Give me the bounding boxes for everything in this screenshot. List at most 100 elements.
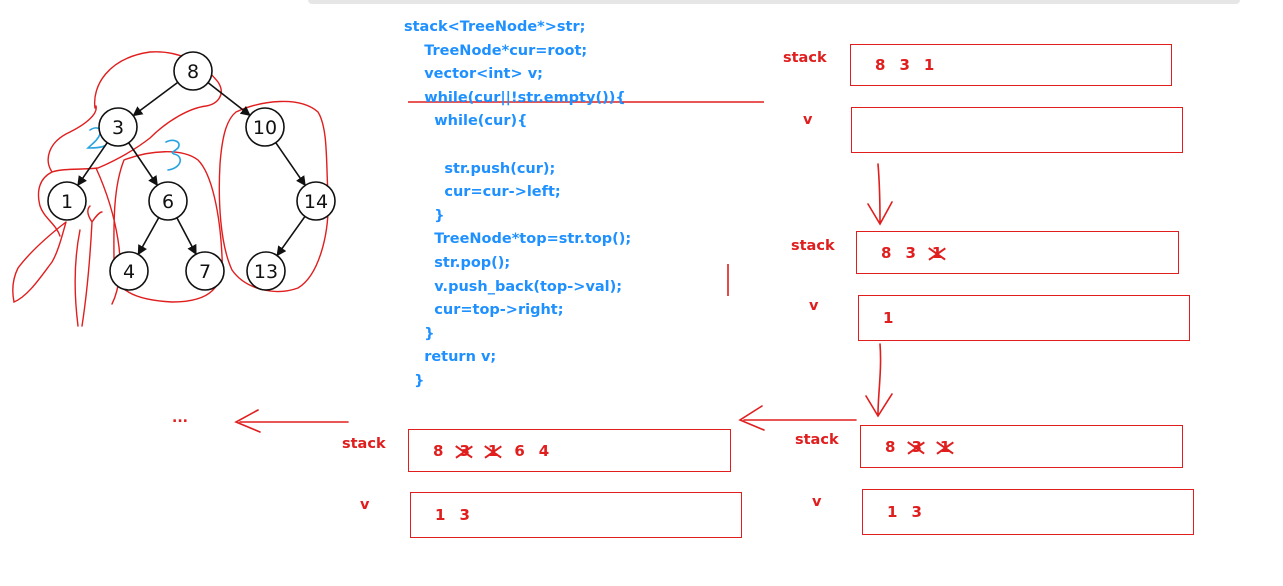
blue-annotation-stroke-3 (165, 139, 181, 171)
code-line: TreeNode*cur=root; (404, 42, 588, 59)
blue-annotation-number: 2 (86, 149, 87, 151)
tree-node: 14 (296, 181, 336, 221)
arrow-down-2 (865, 343, 893, 418)
tree-node-circle (98, 107, 138, 147)
tree-edge-n6-n7 (176, 217, 197, 256)
code-line: cur=top->right; (404, 302, 564, 319)
outline-node1-right (95, 167, 121, 305)
state1-stack-label: stack (783, 50, 827, 66)
tree-node-label: 3 (112, 117, 124, 139)
tree-node: 10 (245, 107, 285, 147)
tree-node-circle (173, 51, 213, 91)
stack-item: 8 (875, 56, 886, 74)
tree-node-circle (47, 181, 87, 221)
tree-node: 8 (173, 51, 213, 91)
blue-annotation-number: 3 (164, 171, 165, 173)
tree-node: 7 (185, 251, 225, 291)
blue-annotation-stroke-2 (86, 127, 105, 149)
arrow-left-2 (234, 409, 349, 433)
tree-edge-n8-n3 (132, 81, 179, 117)
stack-item-popped: 3 (459, 441, 470, 460)
tree-node-circle (296, 181, 336, 221)
tree-edge-n14-n13 (276, 215, 306, 257)
tree-node-label: 1 (61, 191, 73, 213)
tree-node-label: 14 (304, 191, 328, 213)
state4-stack-label: stack (342, 436, 386, 452)
stack-item-popped: 1 (931, 243, 943, 262)
tree-node: 4 (109, 251, 149, 291)
stack-item-popped: 1 (487, 441, 499, 460)
tree-edge-n10-n14 (275, 142, 306, 187)
outline-bottom-arrow (74, 205, 103, 327)
window-top-bar (308, 0, 1240, 4)
code-line: } (404, 372, 425, 389)
tree-node: 3 (98, 107, 138, 147)
stack-item: 8 (881, 243, 892, 262)
outline-left-hook (47, 105, 97, 173)
code-line: vector<int> v; (404, 66, 543, 83)
stack-item: 8 (885, 437, 896, 456)
result-item: 1 (883, 309, 894, 327)
tree-node-label: 10 (253, 117, 277, 139)
tree-edge-n3-n1 (77, 142, 108, 187)
tree-node-circle (245, 107, 285, 147)
stack-item: 3 (905, 243, 916, 262)
code-line: cur=cur->left; (404, 184, 561, 201)
tree-node: 13 (246, 251, 286, 291)
outline-right-subtree (218, 100, 329, 293)
stack-item: 6 (514, 441, 525, 460)
inorder-code-block: stack<TreeNode*>str; TreeNode*cur=root; … (404, 16, 631, 394)
tree-edge-n8-n10 (207, 82, 251, 116)
state2-v-box: 1 (858, 295, 1190, 341)
code-line: TreeNode*top=str.top(); (404, 231, 632, 248)
arrow-down-1 (867, 163, 893, 226)
tree-node-circle (185, 251, 225, 291)
tree-node-label: 8 (187, 61, 199, 83)
result-item: 3 (911, 503, 922, 521)
tree-node-circle (148, 181, 188, 221)
code-line: stack<TreeNode*>str; (404, 19, 586, 35)
tree-node: 1 (47, 181, 87, 221)
code-line: } (404, 325, 435, 342)
stack-item-popped: 3 (911, 437, 922, 456)
code-line: while(cur){ (404, 113, 528, 130)
state1-v-box (851, 107, 1183, 153)
outline-node6-subtree (113, 151, 223, 303)
outline-node1-loop (12, 221, 67, 303)
tree-node-label: 4 (123, 261, 135, 283)
code-line: while(cur||!str.empty()){ (404, 89, 626, 106)
stack-item: 1 (923, 56, 935, 74)
tree-edge-n6-n4 (137, 217, 160, 256)
arrow-left-1 (738, 405, 857, 431)
state3-stack-label: stack (795, 432, 839, 448)
code-line: str.pop(); (404, 254, 511, 271)
stack-item-popped: 1 (939, 437, 951, 456)
outline-left-subtree (37, 51, 222, 237)
tree-node: 6 (148, 181, 188, 221)
code-line: v.push_back(top->val); (404, 278, 623, 295)
tree-node-label: 7 (199, 261, 211, 283)
state4-v-label: v (360, 497, 370, 513)
result-item: 1 (887, 503, 898, 521)
state1-v-label: v (803, 112, 813, 128)
tree-node-circle (109, 251, 149, 291)
code-line: return v; (404, 349, 497, 366)
state2-v-label: v (809, 298, 819, 314)
result-item: 1 (435, 506, 446, 524)
code-line: } (404, 207, 445, 224)
tree-node-circle (246, 251, 286, 291)
state3-v-label: v (812, 494, 822, 510)
result-item: 3 (459, 506, 470, 524)
stack-item: 4 (538, 441, 550, 460)
ellipsis-more: ... (172, 410, 188, 426)
tree-edge-n3-n6 (127, 142, 158, 187)
code-line: str.push(cur); (404, 160, 556, 177)
state2-stack-label: stack (791, 238, 835, 254)
